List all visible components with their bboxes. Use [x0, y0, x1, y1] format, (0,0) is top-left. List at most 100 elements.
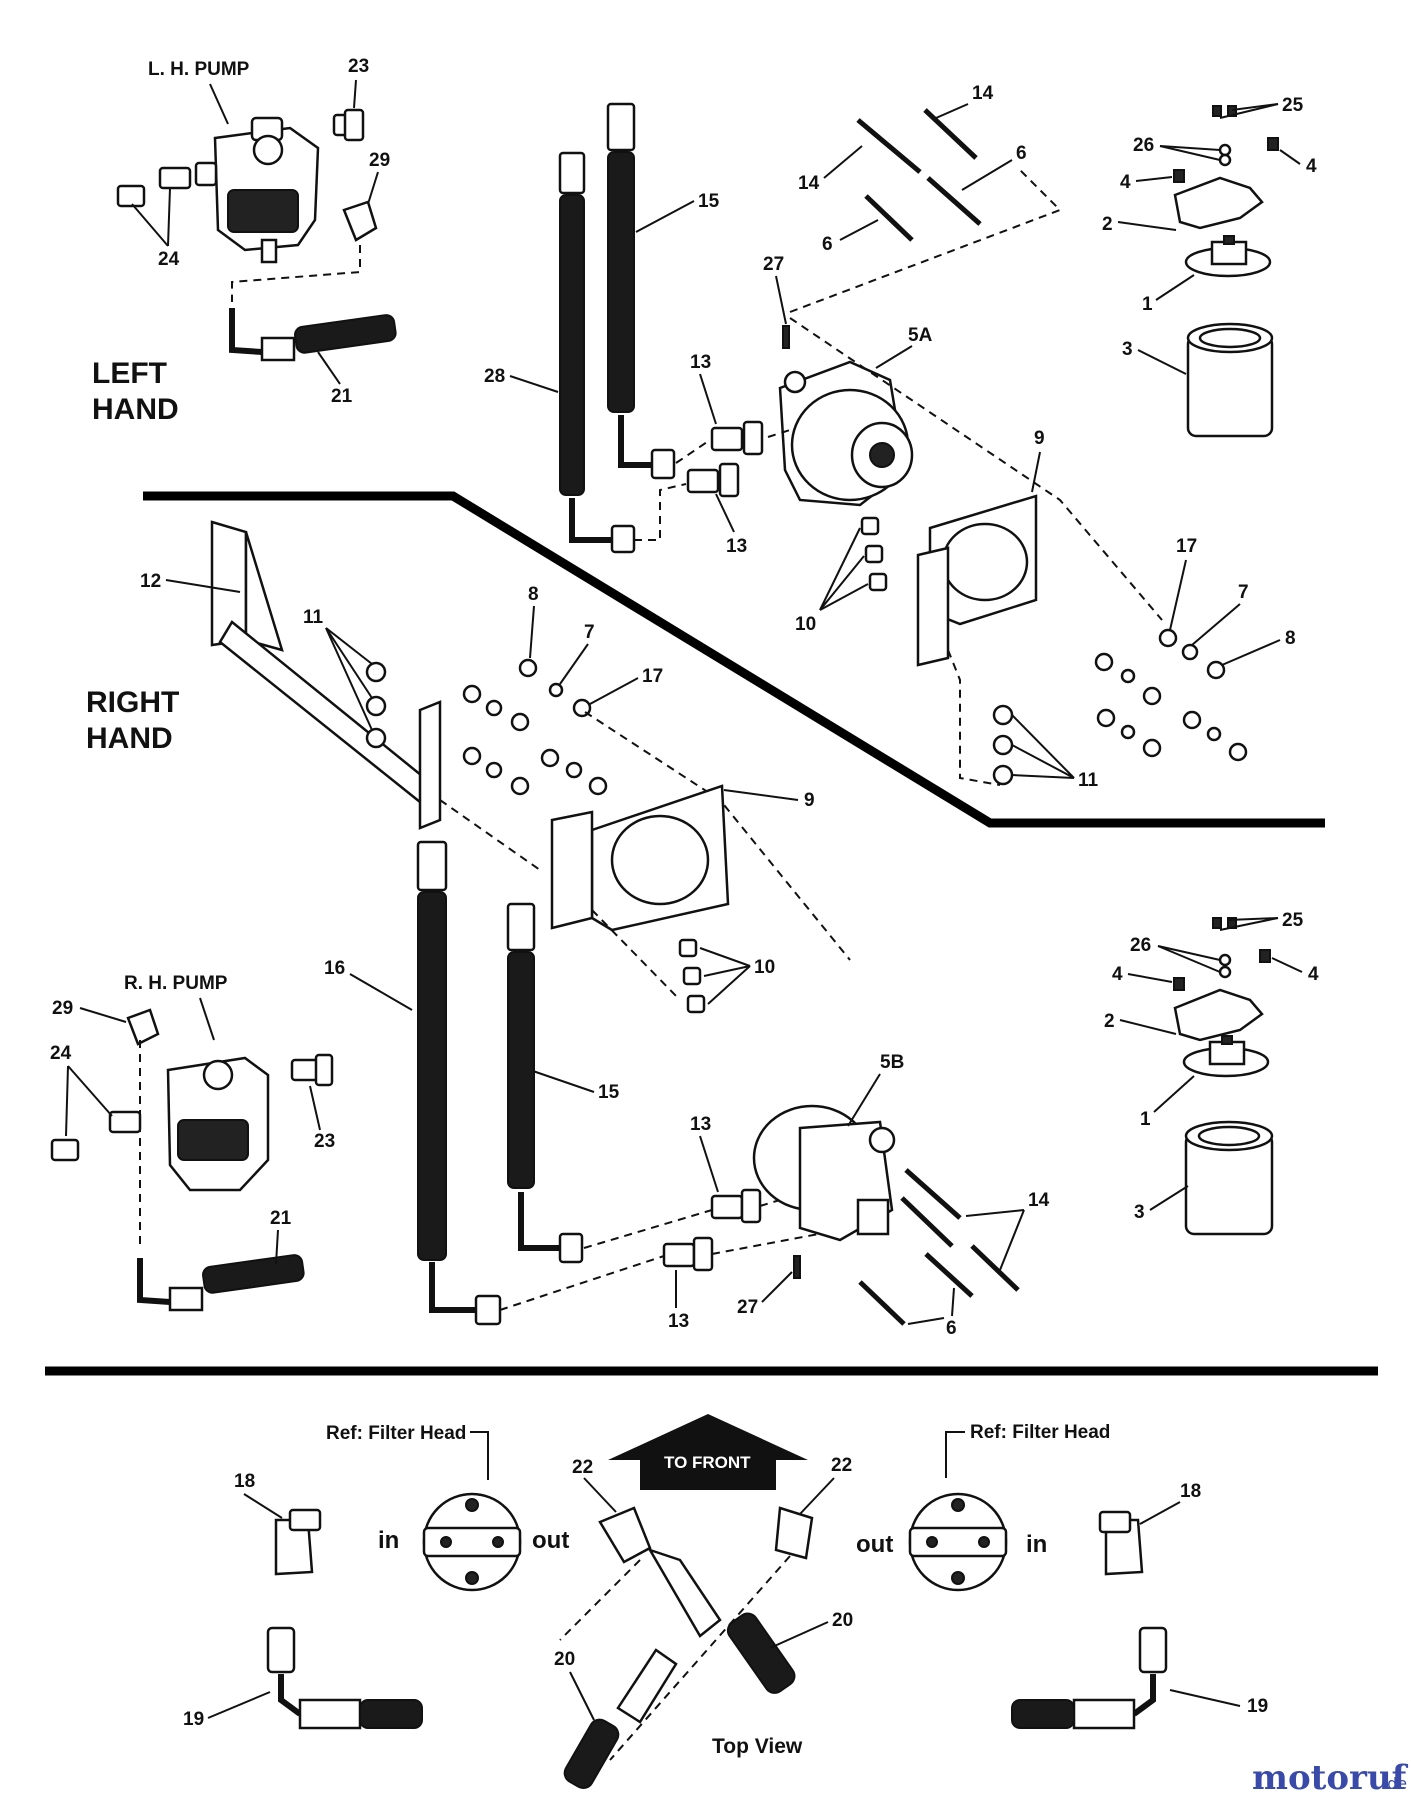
watermark-brand: motoruf [1252, 1758, 1409, 1798]
callout-18-right: 18 [1180, 1481, 1201, 1502]
motor-5b-icon [752, 1104, 896, 1242]
elbow-22-left-icon [598, 1506, 652, 1564]
callout-16: 16 [324, 958, 345, 979]
callout-28: 28 [484, 366, 505, 387]
flow-out-right: out [856, 1531, 893, 1558]
fitting-23-icon [332, 108, 365, 142]
callout-15-lower: 15 [598, 1082, 620, 1103]
hose-19-right-icon [1011, 1626, 1168, 1730]
bracket-12-icon [210, 520, 442, 830]
callout-5a: 5A [908, 325, 933, 346]
callout-11-upper: 11 [1078, 770, 1099, 791]
mount-plate-9-upper-icon [916, 494, 1038, 667]
hose-16-icon [416, 840, 502, 1326]
callout-7-lower: 7 [584, 622, 595, 643]
hose-15-lower-icon [506, 902, 584, 1264]
hardware-lower-icon [462, 658, 608, 796]
callout-22-left: 22 [572, 1457, 593, 1478]
callout-13-lower-b: 13 [668, 1311, 689, 1332]
flow-out-left: out [532, 1527, 569, 1554]
callout-27-lower: 27 [737, 1297, 758, 1318]
right-hand-label-line2: HAND [86, 722, 173, 755]
fittings-24-lower-icon [50, 1110, 142, 1162]
filter-cartridge-upper-icon [1186, 322, 1274, 438]
callout-13-lower-a: 13 [690, 1114, 711, 1135]
bolts-10-upper-icon [860, 516, 888, 592]
callout-26-upper: 26 [1133, 135, 1154, 156]
ref-filter-head-right-label: Ref: Filter Head [970, 1422, 1110, 1443]
flow-in-right: in [1026, 1531, 1047, 1558]
callout-23-lower: 23 [314, 1131, 335, 1152]
callout-2-lower: 2 [1104, 1011, 1115, 1032]
callout-4-lower-left: 4 [1112, 964, 1123, 985]
callout-4-upper-right: 4 [1306, 156, 1317, 177]
lh-pump-title: L. H. PUMP [148, 59, 250, 80]
callout-25-lower: 25 [1282, 910, 1304, 931]
callout-9-lower: 9 [804, 790, 815, 811]
callout-6-b: 6 [822, 234, 833, 255]
callout-22-right: 22 [831, 1455, 852, 1476]
filter-head-lower-icon [1182, 1035, 1270, 1078]
motor-5a-icon [778, 360, 914, 507]
callout-2-upper: 2 [1102, 214, 1113, 235]
elbow-18-right-icon [1098, 1510, 1144, 1576]
hose-20-left-icon [563, 1648, 678, 1789]
hose-21-lower-icon [137, 1254, 305, 1312]
callout-11-lower: 11 [303, 607, 324, 628]
ref-filter-head-left-label: Ref: Filter Head [326, 1423, 466, 1444]
callout-19-right: 19 [1247, 1696, 1268, 1717]
fittings-24-icon [116, 161, 218, 208]
to-front-arrow-icon [608, 1414, 808, 1490]
flow-in-left: in [378, 1527, 399, 1554]
nuts-11-lower-icon [365, 661, 387, 749]
filter-head-bracket-lower-icon [1173, 917, 1271, 1042]
callout-7-upper: 7 [1238, 582, 1249, 603]
callout-15-upper: 15 [698, 191, 720, 212]
top-view-label: Top View [712, 1735, 803, 1758]
fittings-13-upper-icon [686, 420, 764, 498]
elbow-18-left-icon [274, 1508, 322, 1576]
mount-plate-9-lower-icon [550, 784, 730, 932]
screw-27-lower-icon [793, 1255, 801, 1279]
callout-8-upper: 8 [1285, 628, 1296, 649]
callout-1-lower: 1 [1140, 1109, 1151, 1130]
filter-head-top-view-right-icon [908, 1492, 1008, 1592]
hardware-upper-icon [992, 628, 1248, 786]
hose-28-icon [558, 151, 636, 554]
rh-pump-icon [166, 1056, 270, 1192]
watermark-suffix: .de [1382, 1774, 1407, 1793]
callout-18-left: 18 [234, 1471, 255, 1492]
callout-10-lower: 10 [754, 957, 775, 978]
callout-14-lower: 14 [1028, 1190, 1050, 1211]
callout-13-upper-b: 13 [726, 536, 747, 557]
hose-20-right-icon [647, 1547, 796, 1694]
callout-17-upper: 17 [1176, 536, 1197, 557]
right-hand-label-line1: RIGHT [86, 686, 179, 719]
callout-9-upper: 9 [1034, 428, 1045, 449]
callout-29-lower: 29 [52, 998, 73, 1019]
filter-cartridge-lower-icon [1184, 1120, 1274, 1236]
hose-15-upper-icon [606, 102, 676, 480]
left-hand-label-line2: HAND [92, 393, 179, 426]
callout-25-upper: 25 [1282, 95, 1304, 116]
bolts-10-lower-icon [678, 938, 706, 1014]
callout-26-lower: 26 [1130, 935, 1151, 956]
elbow-22-right-icon [774, 1506, 814, 1560]
screw-27-upper-icon [782, 325, 790, 349]
callout-23: 23 [348, 56, 369, 77]
callout-24: 24 [158, 249, 180, 270]
callout-14-b: 14 [798, 173, 820, 194]
callout-20-right: 20 [832, 1610, 853, 1631]
callout-1-upper: 1 [1142, 294, 1153, 315]
bolts-14-6-lower-icon [858, 1168, 1020, 1326]
callout-8-lower: 8 [528, 584, 539, 605]
callout-19-left: 19 [183, 1709, 204, 1730]
filter-head-top-view-left-icon [422, 1492, 522, 1592]
callout-10-upper: 10 [795, 614, 816, 635]
rh-pump-title: R. H. PUMP [124, 973, 228, 994]
callout-5b: 5B [880, 1052, 904, 1073]
lh-pump-icon [213, 116, 320, 264]
callout-24-lower: 24 [50, 1043, 72, 1064]
callout-21: 21 [331, 386, 353, 407]
callout-13-upper-a: 13 [690, 352, 711, 373]
